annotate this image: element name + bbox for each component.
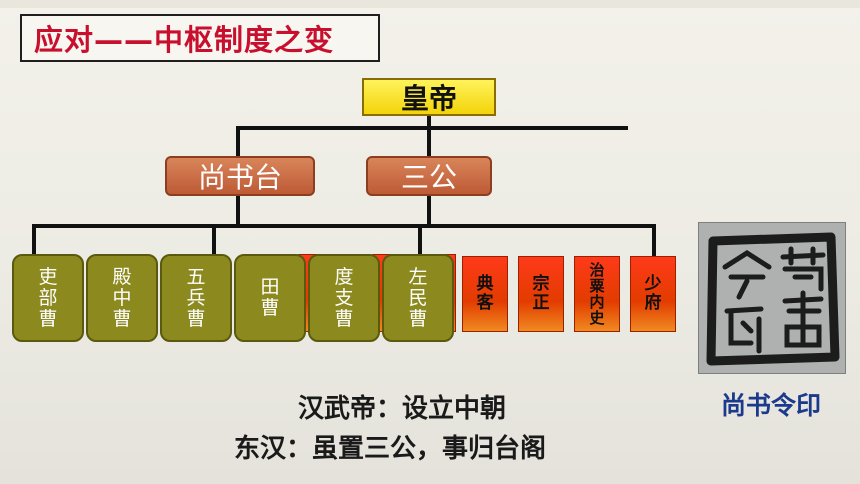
cao-node: 度支曹: [308, 254, 380, 342]
caption-line-2: 东汉：虽置三公，事归台阁: [234, 434, 547, 464]
shangshutai-label: 尚书台: [197, 161, 282, 194]
slide-title-text: 应对——中枢制度之变: [34, 23, 335, 57]
minister-label: 治粟内史: [589, 261, 605, 327]
minister-label: 少府: [644, 274, 662, 313]
seal-caption: 尚书令印: [720, 391, 821, 420]
line-to-shangshutai: [236, 126, 240, 158]
drop-4: [652, 224, 656, 258]
cao-label: 田 曹: [260, 276, 299, 319]
line-to-sangong: [427, 126, 431, 158]
emperor-node: 皇帝: [362, 78, 496, 116]
line-lower-horizontal: [32, 224, 656, 228]
line-shangshutai-down: [236, 196, 240, 226]
line-top-horizontal: [236, 126, 628, 130]
minister-label: 典客: [476, 274, 494, 313]
cao-node: 吏部曹: [12, 254, 84, 342]
cao-label: 殿中曹: [112, 265, 132, 330]
top-strip: [0, 0, 860, 8]
sangong-node: 三公: [366, 156, 492, 196]
seal-svg: [699, 223, 845, 373]
minister-node: 宗正: [518, 256, 564, 332]
minister-label: 宗正: [532, 274, 550, 313]
drop-3: [418, 224, 422, 258]
drop-2: [212, 224, 216, 256]
line-sangong-down: [427, 196, 431, 226]
cao-node: 左民曹: [382, 254, 454, 342]
cao-node: 五兵曹: [160, 254, 232, 342]
caption-line-1: 汉武帝：设立中朝: [298, 394, 507, 424]
cao-label: 吏部曹: [38, 265, 58, 330]
minister-node: 少府: [630, 256, 676, 332]
drop-1: [32, 224, 36, 256]
cao-label: 左民曹: [408, 265, 428, 330]
minister-node: 典客: [462, 256, 508, 332]
cao-node: 田 曹: [234, 254, 306, 342]
slide-title: 应对——中枢制度之变: [20, 14, 380, 62]
minister-node: 治粟内史: [574, 256, 620, 332]
cao-node: 殿中曹: [86, 254, 158, 342]
seal-image: [698, 222, 846, 374]
emperor-label: 皇帝: [400, 82, 457, 115]
shangshutai-node: 尚书台: [165, 156, 315, 196]
cao-label: 五兵曹: [186, 265, 206, 330]
cao-label: 度支曹: [334, 265, 354, 330]
sangong-label: 三公: [400, 161, 457, 194]
line-emperor-down: [427, 116, 431, 130]
